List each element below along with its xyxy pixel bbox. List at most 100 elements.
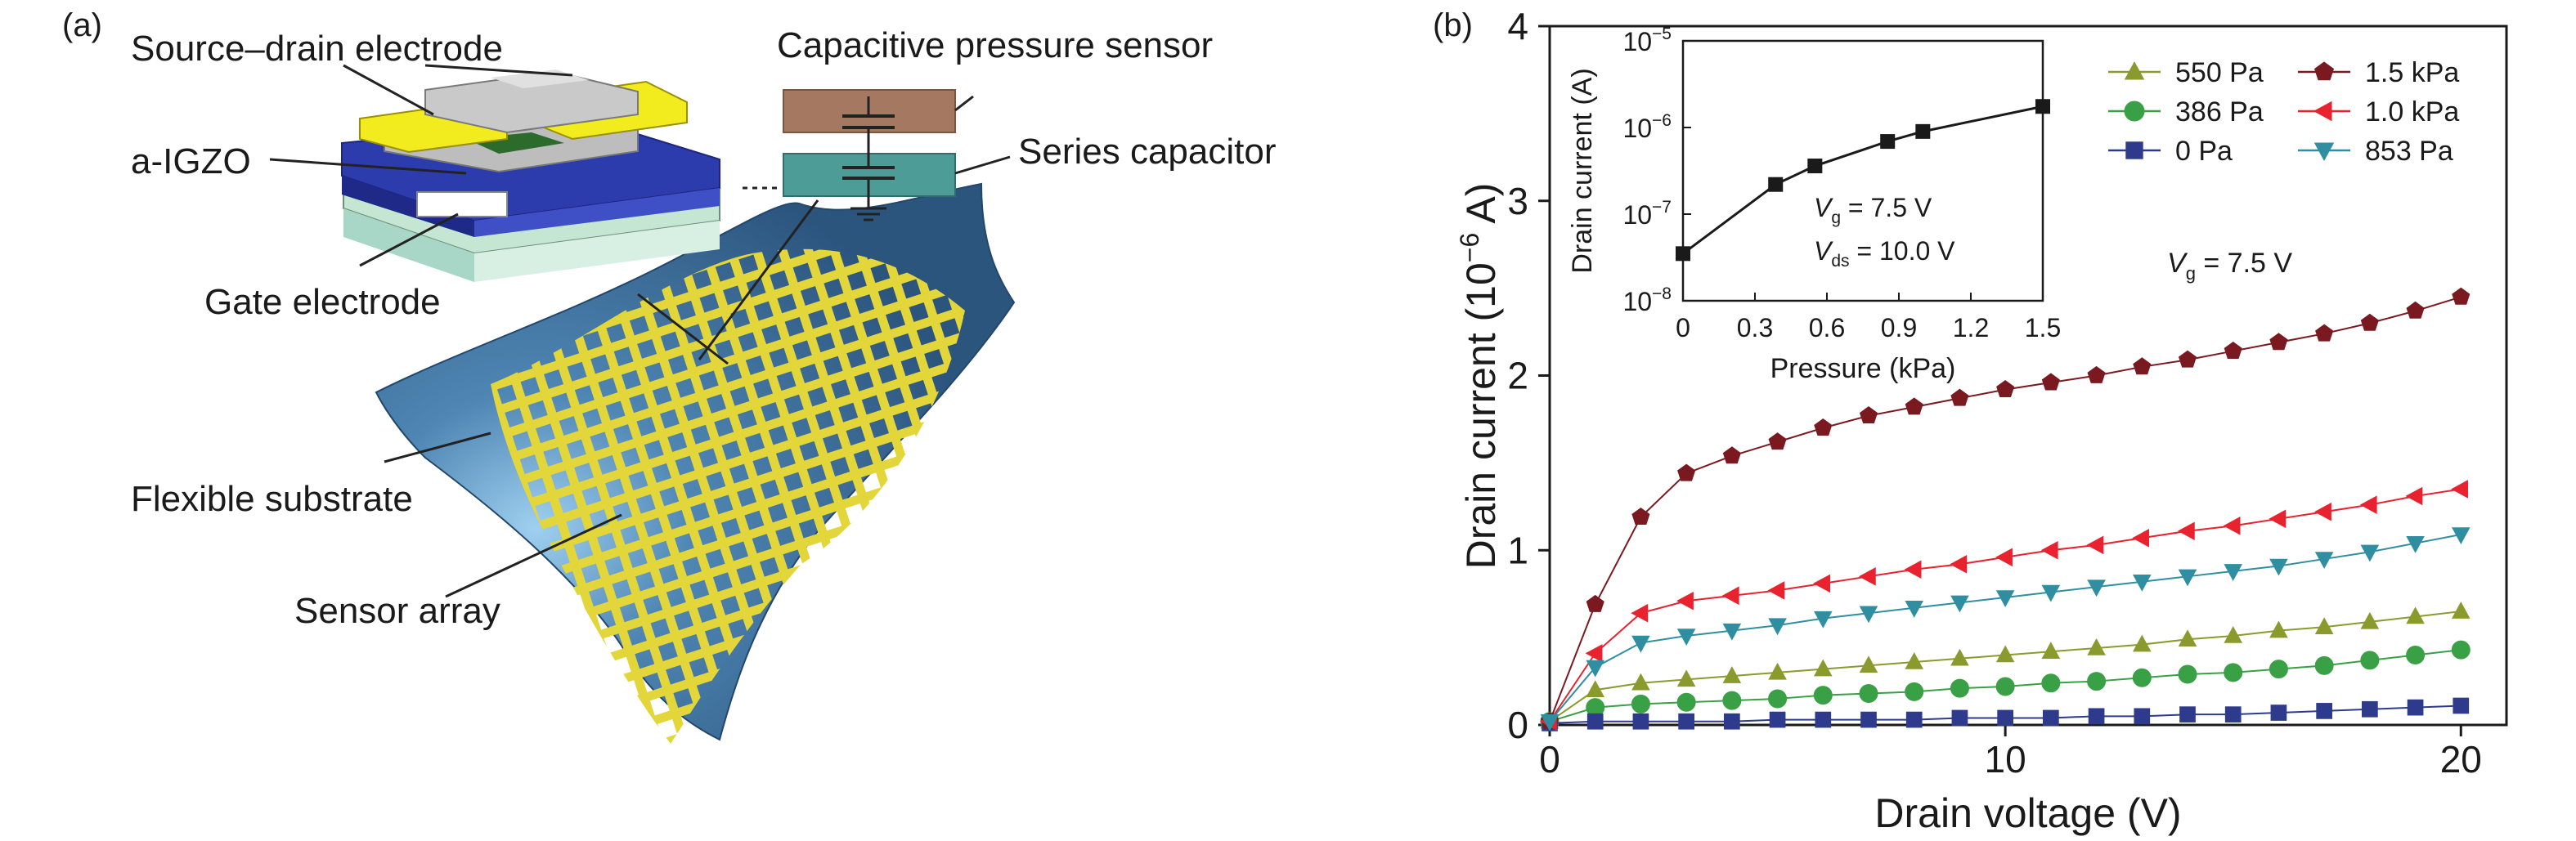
data-point bbox=[2040, 540, 2058, 560]
data-point bbox=[1950, 388, 1969, 406]
inset-data-point bbox=[1880, 134, 1896, 150]
inset-plot-frame bbox=[1681, 39, 2044, 302]
series-853-pa bbox=[1540, 527, 2471, 731]
data-point bbox=[2451, 640, 2471, 660]
series-550-pa bbox=[1540, 602, 2471, 729]
data-point bbox=[1905, 711, 1923, 728]
main-x-axis-label: Drain voltage (V) bbox=[1874, 790, 2181, 836]
data-point bbox=[2223, 517, 2241, 535]
data-point bbox=[1722, 691, 1742, 710]
main-y-tick-label: 2 bbox=[1507, 355, 1528, 397]
data-point bbox=[1631, 635, 1650, 653]
legend-label: 1.5 kPa bbox=[2365, 57, 2459, 88]
data-point bbox=[1859, 684, 1878, 704]
data-point bbox=[1631, 673, 1650, 691]
data-point bbox=[2314, 502, 2331, 521]
data-point bbox=[2269, 558, 2288, 576]
data-point bbox=[2270, 705, 2287, 721]
data-point bbox=[1904, 560, 1922, 579]
data-point bbox=[1768, 662, 1787, 680]
data-point bbox=[1860, 711, 1877, 728]
data-point bbox=[2041, 673, 2061, 693]
inset-x-tick-label: 1.5 bbox=[2025, 313, 2061, 342]
data-point bbox=[2406, 301, 2425, 319]
legend-marker bbox=[2313, 61, 2335, 81]
data-point bbox=[2134, 708, 2151, 725]
inset-x-tick-label: 1.2 bbox=[1953, 313, 1989, 342]
data-point bbox=[1722, 623, 1742, 641]
data-point bbox=[1676, 669, 1696, 687]
inset-data-point bbox=[1768, 177, 1784, 192]
legend-label: 550 Pa bbox=[2175, 57, 2264, 88]
data-point bbox=[1813, 611, 1833, 629]
data-point bbox=[2314, 655, 2334, 675]
legend-label: 386 Pa bbox=[2175, 96, 2264, 127]
inset-vds-annotation: Vds = 10.0 V bbox=[1814, 236, 1955, 271]
data-point bbox=[1676, 629, 1696, 646]
data-point bbox=[1995, 590, 2015, 608]
callout-sensor-array: Sensor array bbox=[294, 591, 500, 631]
data-point bbox=[2360, 313, 2379, 331]
data-point bbox=[2178, 664, 2197, 684]
panel-a: (a) bbox=[62, 7, 1276, 745]
inset-x-tick-label: 0.9 bbox=[1881, 313, 1917, 342]
data-point bbox=[2453, 697, 2470, 714]
series-386-pa bbox=[1540, 640, 2471, 731]
data-point bbox=[2132, 634, 2152, 652]
data-point bbox=[1586, 680, 1605, 697]
data-point bbox=[2451, 602, 2471, 619]
data-point bbox=[2086, 535, 2104, 555]
callout-igzo: a-IGZO bbox=[131, 141, 251, 181]
data-point bbox=[1995, 645, 2015, 663]
data-point bbox=[1995, 548, 2013, 567]
data-point bbox=[1813, 686, 1833, 705]
panel-a-label: (a) bbox=[62, 7, 102, 43]
data-point bbox=[2088, 708, 2105, 725]
legend-item: 386 Pa bbox=[2108, 96, 2264, 127]
tft-device-illustration bbox=[341, 69, 720, 282]
gate-electrode-gap bbox=[416, 191, 508, 217]
data-point bbox=[2316, 703, 2332, 719]
data-point bbox=[1858, 567, 1876, 586]
data-point bbox=[1815, 711, 1832, 728]
panel-a-leader-lines bbox=[269, 64, 1011, 598]
data-point bbox=[2269, 509, 2287, 529]
data-point bbox=[2406, 646, 2426, 664]
inset-x-axis-label: Pressure (kPa) bbox=[1770, 353, 1956, 384]
data-point bbox=[2314, 617, 2334, 635]
data-point bbox=[1814, 418, 1833, 436]
data-point bbox=[1676, 692, 1696, 712]
data-point bbox=[1950, 595, 1969, 613]
legend-item: 550 Pa bbox=[2108, 57, 2264, 88]
data-point bbox=[2087, 672, 2107, 691]
legend-marker bbox=[2124, 101, 2145, 122]
legend-item: 853 Pa bbox=[2298, 136, 2453, 167]
inset-y-tick-label: 10−5 bbox=[1622, 25, 1672, 56]
data-point bbox=[2178, 350, 2197, 368]
data-point bbox=[1859, 655, 1878, 673]
data-point bbox=[2314, 552, 2334, 569]
data-point bbox=[2224, 625, 2243, 643]
data-point bbox=[1724, 713, 1740, 730]
main-vg-annotation: Vg = 7.5 V bbox=[2167, 248, 2292, 284]
data-point bbox=[1768, 432, 1787, 450]
data-point bbox=[2269, 333, 2288, 351]
legend-label: 1.0 kPa bbox=[2365, 96, 2459, 127]
data-point bbox=[1859, 606, 1878, 624]
data-point bbox=[1768, 689, 1788, 709]
main-y-axis-label: Drain current (10−6 A) bbox=[1455, 183, 1504, 570]
inset-y-axis-label: Drain current (A) bbox=[1567, 68, 1598, 273]
data-point bbox=[2315, 324, 2334, 342]
legend-marker bbox=[2125, 141, 2143, 159]
main-y-tick-label: 3 bbox=[1507, 180, 1528, 222]
data-point bbox=[1859, 406, 1878, 424]
capacitor-illustration bbox=[743, 89, 956, 221]
data-point bbox=[1585, 644, 1603, 663]
data-point bbox=[2132, 574, 2152, 592]
data-point bbox=[2133, 357, 2152, 375]
data-point bbox=[2362, 700, 2378, 718]
data-point bbox=[1632, 713, 1649, 730]
